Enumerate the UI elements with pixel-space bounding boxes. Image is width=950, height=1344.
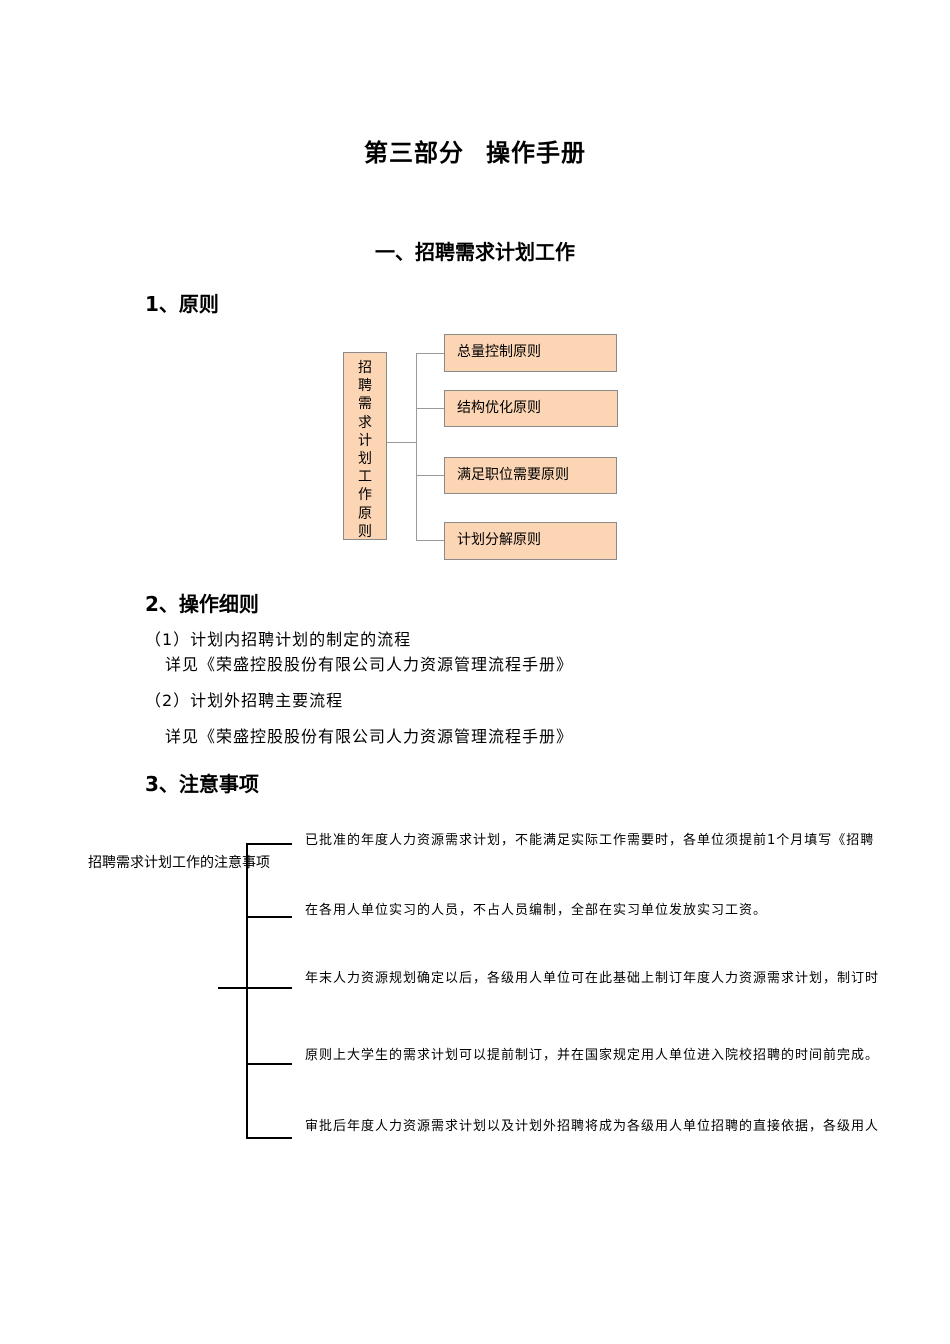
root-char: 工 bbox=[358, 469, 372, 486]
page-title: 第三部分操作手册 bbox=[0, 133, 950, 168]
tree-line bbox=[246, 1063, 292, 1065]
root-char: 划 bbox=[358, 451, 372, 468]
principles-root-box: 招 聘 需 求 计 划 工 作 原 则 bbox=[343, 352, 387, 540]
rule-item: （2）计划外招聘主要流程 bbox=[145, 691, 344, 710]
root-char: 需 bbox=[358, 396, 372, 413]
note-item: 年末人力资源规划确定以后，各级用人单位可在此基础上制订年度人力资源需求计划，制订… bbox=[305, 971, 880, 986]
title-part: 第三部分 bbox=[364, 139, 464, 167]
note-item: 已批准的年度人力资源需求计划，不能满足实际工作需要时，各单位须提前1个月填写《招… bbox=[305, 833, 875, 848]
principle-box: 满足职位需要原则 bbox=[444, 457, 617, 494]
root-char: 聘 bbox=[358, 378, 372, 395]
section-heading: 一、招聘需求计划工作 bbox=[375, 240, 575, 264]
rule-reference: 详见《荣盛控股股份有限公司人力资源管理流程手册》 bbox=[165, 727, 574, 746]
tree-line bbox=[246, 1137, 292, 1139]
principles-heading: 1、原则 bbox=[145, 292, 219, 316]
principle-box: 计划分解原则 bbox=[444, 522, 617, 560]
root-char: 招 bbox=[358, 360, 372, 376]
title-part: 操作手册 bbox=[486, 139, 586, 167]
connector-line bbox=[416, 353, 417, 540]
rule-reference: 详见《荣盛控股股份有限公司人力资源管理流程手册》 bbox=[165, 655, 574, 674]
notes-heading: 3、注意事项 bbox=[145, 772, 259, 796]
root-char: 则 bbox=[358, 523, 372, 540]
notes-root-label: 招聘需求计划工作的注意事项 bbox=[88, 855, 270, 871]
connector-line bbox=[387, 442, 416, 443]
tree-line bbox=[246, 987, 292, 989]
connector-line bbox=[416, 475, 444, 476]
principle-box: 结构优化原则 bbox=[444, 390, 618, 427]
principle-box: 总量控制原则 bbox=[444, 334, 617, 372]
root-char: 求 bbox=[358, 414, 372, 431]
connector-line bbox=[416, 540, 444, 541]
tree-line bbox=[218, 987, 248, 989]
tree-line bbox=[246, 916, 292, 918]
note-item: 在各用人单位实习的人员，不占人员编制，全部在实习单位发放实习工资。 bbox=[305, 903, 768, 918]
rules-heading: 2、操作细则 bbox=[145, 592, 259, 616]
connector-line bbox=[416, 408, 444, 409]
connector-line bbox=[416, 353, 444, 354]
note-item: 审批后年度人力资源需求计划以及计划外招聘将成为各级用人单位招聘的直接依据，各级用… bbox=[305, 1119, 880, 1134]
root-char: 原 bbox=[358, 505, 372, 522]
tree-line bbox=[246, 843, 292, 845]
root-char: 作 bbox=[358, 487, 372, 504]
note-item: 原则上大学生的需求计划可以提前制订，并在国家规定用人单位进入院校招聘的时间前完成… bbox=[305, 1048, 880, 1063]
tree-line bbox=[246, 843, 248, 1139]
rule-item: （1）计划内招聘计划的制定的流程 bbox=[145, 630, 412, 649]
root-char: 计 bbox=[358, 432, 372, 449]
